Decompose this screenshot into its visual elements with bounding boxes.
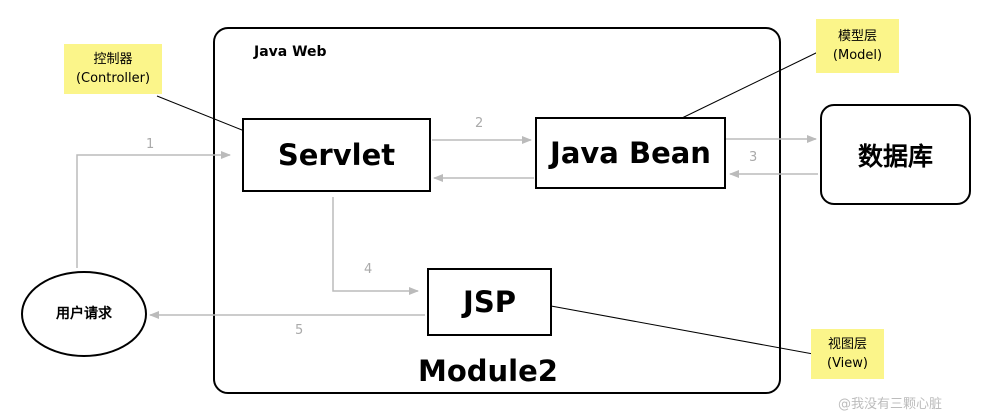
watermark: @我没有三颗心脏 <box>838 397 943 412</box>
servlet-box: Servlet <box>242 118 431 192</box>
java-bean-label: Java Bean <box>550 136 711 170</box>
step-label-2: 2 <box>475 116 484 131</box>
controller-annotation: 控制器 (Controller) <box>64 44 162 94</box>
step-label-3: 3 <box>749 150 758 165</box>
controller-leader-line <box>156 95 248 133</box>
user-request-ellipse <box>21 271 147 357</box>
model-annotation-title: 模型层 <box>837 29 877 44</box>
java-bean-box: Java Bean <box>535 117 726 189</box>
database-box: 数据库 <box>820 104 971 205</box>
user-request-label: 用户请求 <box>56 306 112 322</box>
step-label-5: 5 <box>295 323 304 338</box>
java-web-container <box>213 27 781 394</box>
database-label: 数据库 <box>857 141 933 171</box>
controller-annotation-title: 控制器 <box>93 52 133 67</box>
view-annotation-title: 视图层 <box>827 337 867 352</box>
step-label-1: 1 <box>146 137 155 152</box>
controller-annotation-subtitle: (Controller) <box>75 71 151 86</box>
view-annotation: 视图层 (View) <box>811 329 884 379</box>
module-label: Module2 <box>418 354 558 388</box>
view-annotation-subtitle: (View) <box>827 356 868 371</box>
model-annotation: 模型层 (Model) <box>816 19 899 73</box>
arrow-step-1 <box>76 151 231 268</box>
jsp-box: JSP <box>427 268 552 336</box>
model-annotation-subtitle: (Model) <box>832 48 883 63</box>
model-leader-line <box>681 51 819 119</box>
arrow-step-4 <box>332 197 419 295</box>
step-label-4: 4 <box>364 262 373 277</box>
view-leader-line <box>550 305 836 359</box>
jsp-label: JSP <box>463 285 516 319</box>
servlet-label: Servlet <box>277 138 396 172</box>
container-label: Java Web <box>254 44 327 60</box>
